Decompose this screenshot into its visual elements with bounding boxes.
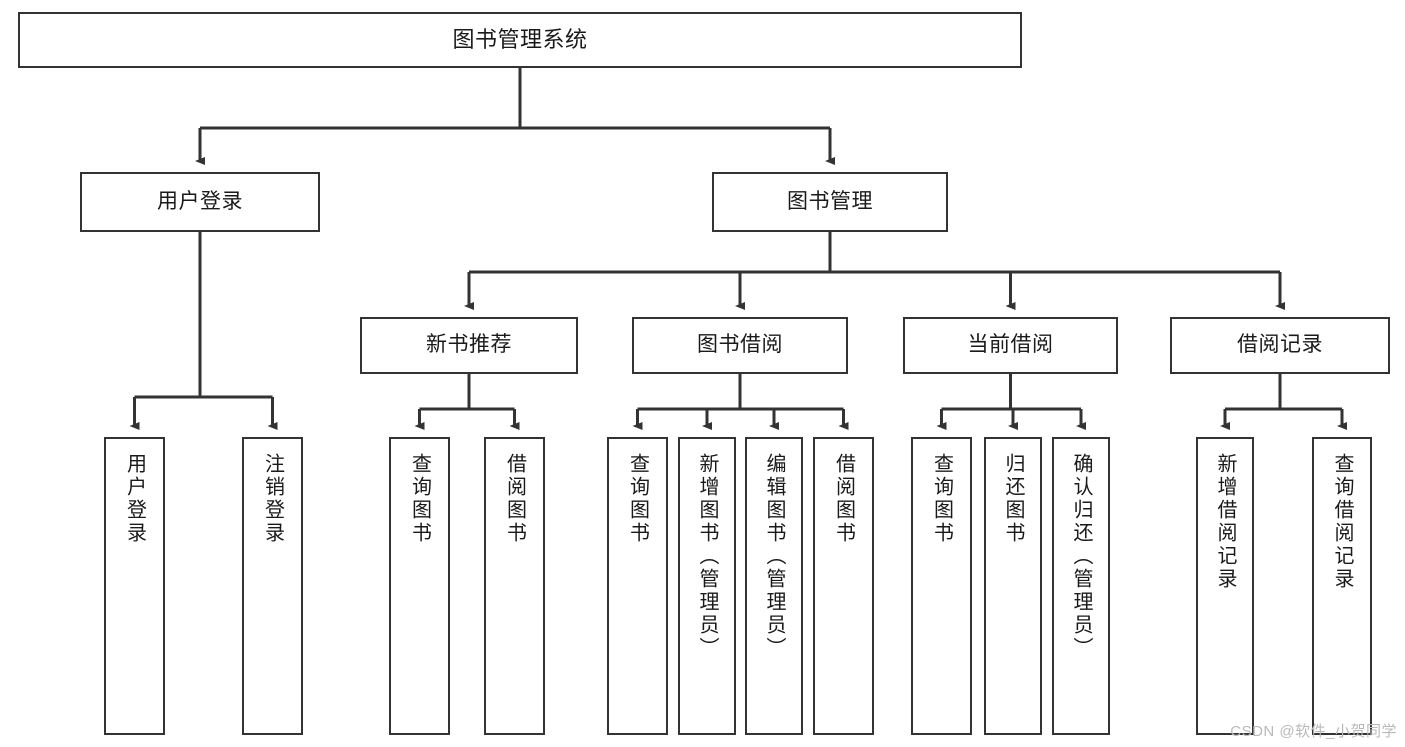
node-label: 借阅图书 bbox=[832, 453, 855, 545]
node-borrow-record[interactable]: 借阅记录 bbox=[1170, 317, 1390, 374]
node-label: 借阅记录 bbox=[1237, 333, 1323, 357]
node-label: 用户登录 bbox=[157, 189, 243, 213]
node-label: 查询图书 bbox=[408, 453, 431, 545]
node-leaf-add-book[interactable]: 新增图书（管理员） bbox=[678, 437, 736, 735]
node-label: 图书管理 bbox=[787, 189, 873, 213]
node-label: 图书借阅 bbox=[697, 333, 783, 357]
node-label: 查询图书 bbox=[626, 453, 649, 545]
node-label: 借阅图书 bbox=[503, 453, 526, 545]
node-label: 当前借阅 bbox=[967, 333, 1054, 357]
node-label: 注销登录 bbox=[261, 453, 284, 545]
node-leaf-borrow-book-1[interactable]: 借阅图书 bbox=[484, 437, 545, 735]
node-label: 图书管理系统 bbox=[452, 27, 588, 53]
node-root[interactable]: 图书管理系统 bbox=[18, 12, 1022, 68]
node-label: 新书推荐 bbox=[426, 333, 512, 357]
node-user-login[interactable]: 用户登录 bbox=[80, 172, 320, 232]
node-leaf-confirm-return[interactable]: 确认归还（管理员） bbox=[1052, 437, 1110, 735]
node-leaf-logout[interactable]: 注销登录 bbox=[242, 437, 303, 735]
node-label: 用户登录 bbox=[123, 453, 146, 545]
node-leaf-query-book-1[interactable]: 查询图书 bbox=[389, 437, 450, 735]
node-new-book-rec[interactable]: 新书推荐 bbox=[360, 317, 578, 374]
node-label: 新增借阅记录 bbox=[1214, 453, 1236, 591]
node-label: 查询图书 bbox=[930, 453, 953, 545]
node-label: 编辑图书（管理员） bbox=[763, 453, 785, 660]
node-leaf-edit-book[interactable]: 编辑图书（管理员） bbox=[745, 437, 803, 735]
node-current-borrow[interactable]: 当前借阅 bbox=[903, 317, 1118, 374]
node-label: 确认归还（管理员） bbox=[1070, 453, 1092, 660]
node-label: 归还图书 bbox=[1002, 453, 1024, 545]
node-label: 查询借阅记录 bbox=[1331, 453, 1353, 591]
node-book-manage[interactable]: 图书管理 bbox=[712, 172, 948, 232]
node-label: 新增图书（管理员） bbox=[696, 453, 718, 660]
node-leaf-query-record[interactable]: 查询借阅记录 bbox=[1312, 437, 1372, 735]
node-book-borrow[interactable]: 图书借阅 bbox=[632, 317, 848, 374]
node-leaf-query-book-2[interactable]: 查询图书 bbox=[607, 437, 668, 735]
node-leaf-borrow-book-2[interactable]: 借阅图书 bbox=[813, 437, 874, 735]
node-leaf-return-book[interactable]: 归还图书 bbox=[984, 437, 1042, 735]
watermark-label: CSDN @软件_小贺同学 bbox=[1230, 723, 1397, 740]
node-leaf-add-record[interactable]: 新增借阅记录 bbox=[1196, 437, 1254, 735]
node-leaf-query-book-3[interactable]: 查询图书 bbox=[911, 437, 972, 735]
node-leaf-user-login[interactable]: 用户登录 bbox=[104, 437, 165, 735]
